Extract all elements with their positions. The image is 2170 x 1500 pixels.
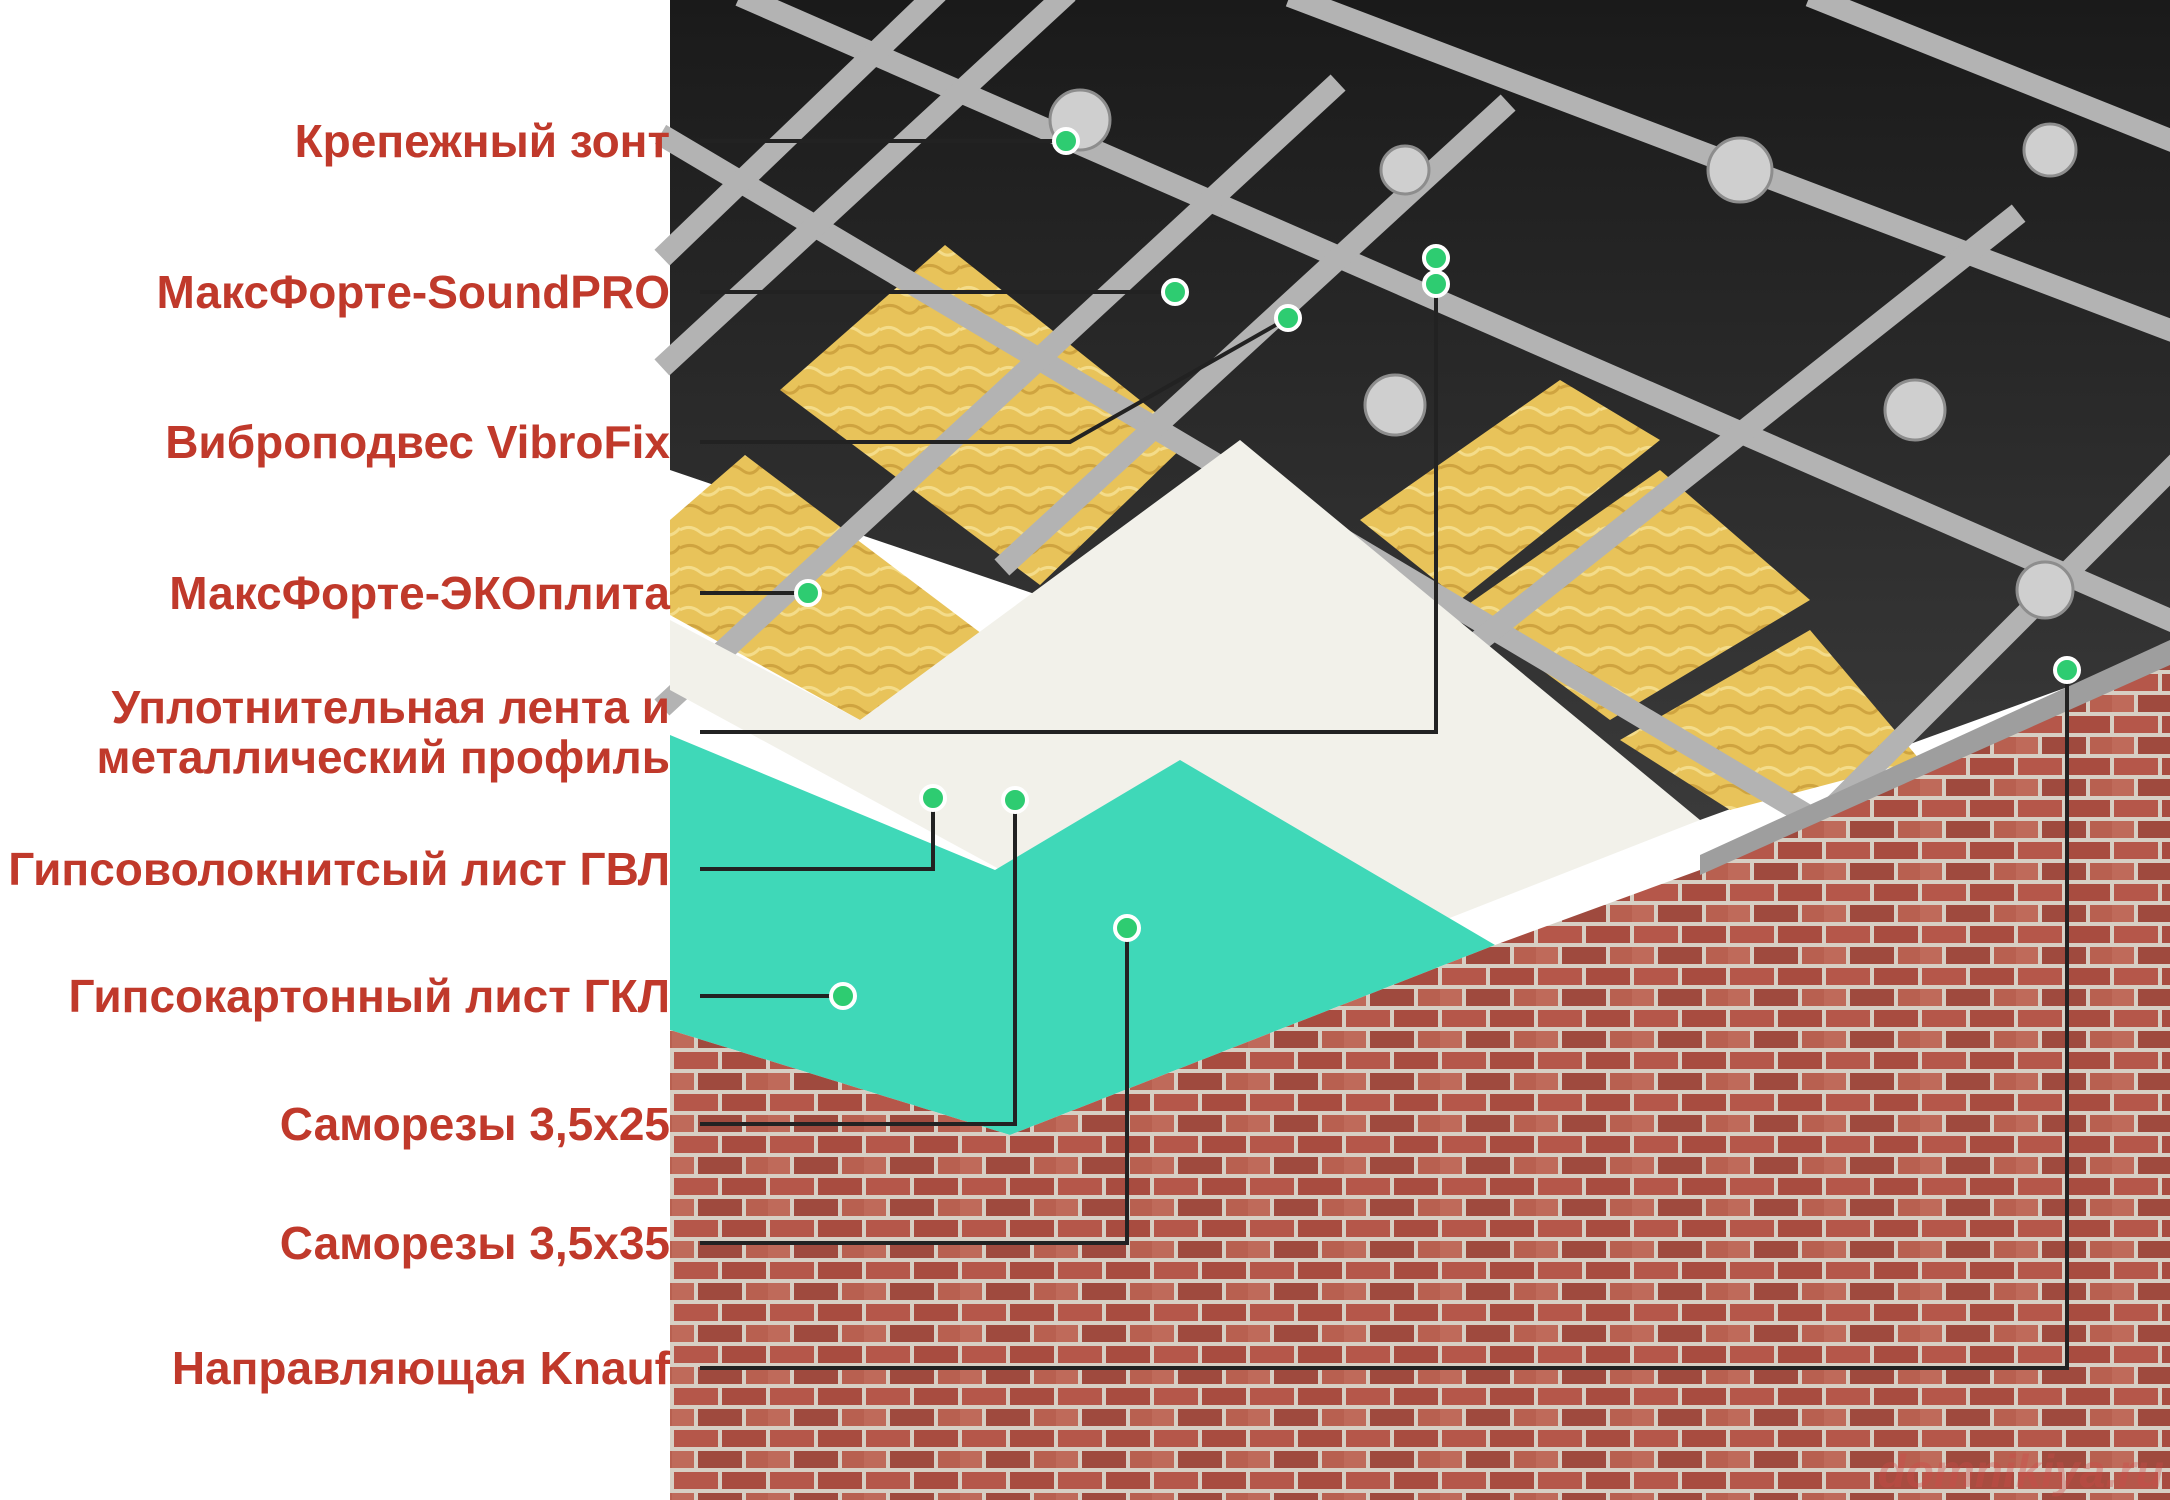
brick-wall-left [670,1030,1010,1500]
label-gkl: Гипсокартонный лист ГКЛ [68,970,670,1022]
watermark: domnikiya.ru [1877,1445,2164,1497]
label-napravlyayushchaya: Направляющая Knauf [171,1342,670,1394]
leader-lines [700,139,2069,1370]
label-vibrofix: Виброподвес VibroFix [165,416,670,468]
ekoplita-panel [1620,630,1920,810]
label-lenta-profil: Уплотнительная лента и металлический про… [96,681,670,783]
label-samorezy-25: Саморезы 3,5х25 [279,1098,670,1150]
label-krepezhny-zont: Крепежный зонт [294,115,670,167]
ekoplita-panel [670,455,990,720]
markers [794,127,2081,1010]
label-soundpro: МаксФорте-SoundPRO [156,266,670,318]
knauf-guide [1700,640,2170,875]
gkl-sheet [670,735,1495,1135]
label-samorezy-35: Саморезы 3,5х35 [279,1217,670,1269]
gvl-sheet [670,440,1700,1000]
fastening-umbrellas [1048,88,2078,620]
brick-wall-right [1010,650,2170,1500]
label-gvl: Гипсоволокнитсый лист ГВЛ [8,843,670,895]
label-ekoplita: МаксФорте-ЭКОплита [169,567,670,619]
label-background [0,0,670,1500]
